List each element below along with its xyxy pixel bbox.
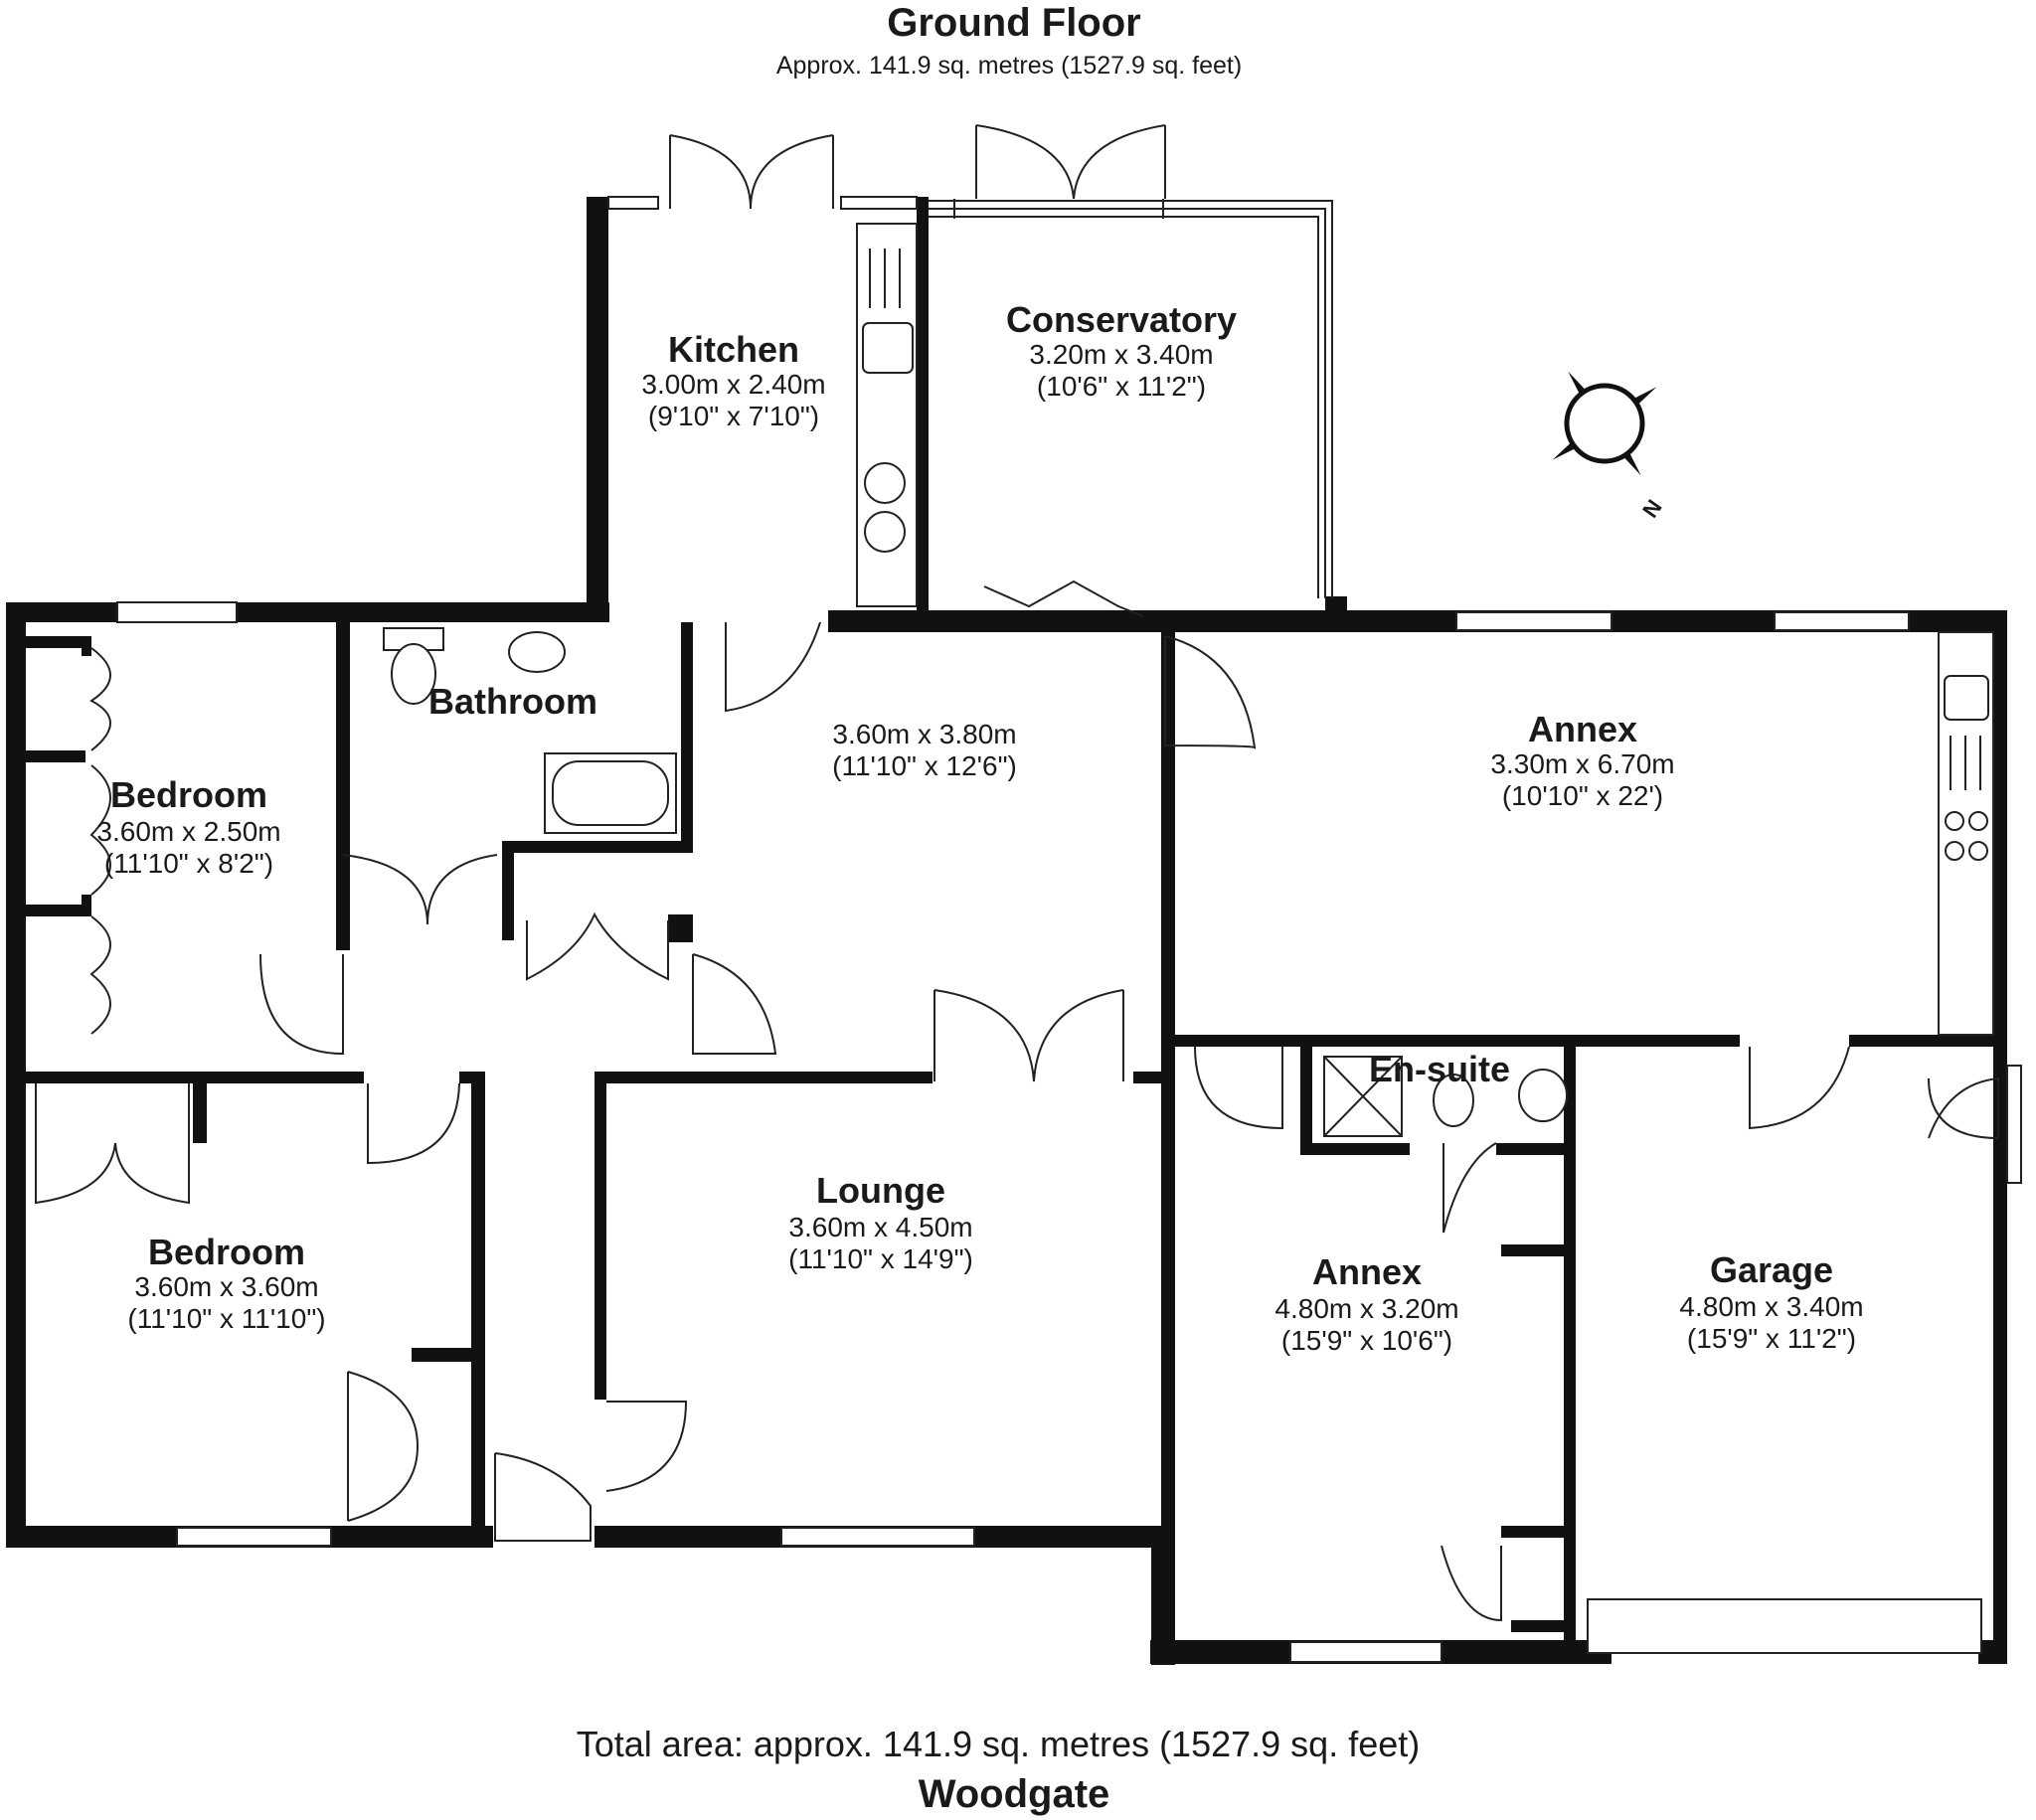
room-name: Annex: [1528, 709, 1637, 749]
room-kitchen: Kitchen 3.00m x 2.40m (9'10" x 7'10"): [641, 329, 825, 431]
room-bathroom: Bathroom: [428, 681, 597, 722]
room-metric: 3.60m x 3.60m: [134, 1271, 318, 1302]
room-name: Garage: [1710, 1249, 1833, 1290]
room-lounge: Lounge 3.60m x 4.50m (11'10" x 14'9"): [788, 1170, 973, 1274]
room-imperial: (11'10" x 11'10"): [127, 1303, 325, 1334]
room-metric: 3.60m x 2.50m: [96, 816, 280, 847]
floor-title: Ground Floor: [887, 1, 1141, 45]
room-name: Bedroom: [110, 774, 267, 815]
compass-icon: [1552, 371, 1657, 476]
room-metric: 3.30m x 6.70m: [1490, 748, 1674, 779]
room-imperial: (10'10" x 22'): [1502, 780, 1663, 811]
room-bedroom-1: Bedroom 3.60m x 2.50m (11'10" x 8'2"): [96, 774, 280, 879]
garage-door: [1587, 1598, 1982, 1654]
room-name: Bedroom: [148, 1232, 305, 1272]
room-name: Lounge: [816, 1170, 945, 1211]
room-imperial: (15'9" x 10'6"): [1281, 1325, 1452, 1356]
room-dining: 3.60m x 3.80m (11'10" x 12'6"): [832, 719, 1017, 781]
room-annex-1: Annex 3.30m x 6.70m (10'10" x 22'): [1490, 709, 1674, 811]
room-metric: 3.60m x 4.50m: [788, 1212, 972, 1242]
room-imperial: (11'10" x 8'2"): [104, 848, 273, 879]
room-bedroom-2: Bedroom 3.60m x 3.60m (11'10" x 11'10"): [127, 1232, 325, 1334]
room-metric: 3.20m x 3.40m: [1029, 339, 1213, 370]
room-metric: 3.60m x 3.80m: [832, 719, 1016, 749]
room-imperial: (15'9" x 11'2"): [1687, 1323, 1856, 1354]
room-annex-2: Annex 4.80m x 3.20m (15'9" x 10'6"): [1274, 1251, 1458, 1356]
room-en-suite: En-suite: [1369, 1049, 1510, 1089]
room-garage: Garage 4.80m x 3.40m (15'9" x 11'2"): [1679, 1249, 1863, 1354]
room-metric: 4.80m x 3.40m: [1679, 1291, 1863, 1322]
room-imperial: (11'10" x 12'6"): [832, 750, 1017, 781]
conservatory-glazing: [929, 199, 1333, 598]
total-area: Total area: approx. 141.9 sq. metres (15…: [577, 1724, 1420, 1764]
room-name: Conservatory: [1006, 299, 1237, 340]
fixtures: [383, 223, 1994, 1137]
room-imperial: (10'6" x 11'2"): [1037, 371, 1206, 402]
property-name: Woodgate: [919, 1772, 1110, 1816]
floor-area: Approx. 141.9 sq. metres (1527.9 sq. fee…: [776, 52, 1242, 80]
room-metric: 4.80m x 3.20m: [1274, 1293, 1458, 1324]
room-name: En-suite: [1369, 1049, 1510, 1089]
room-imperial: (11'10" x 14'9"): [788, 1243, 973, 1274]
room-conservatory: Conservatory 3.20m x 3.40m (10'6" x 11'2…: [1006, 299, 1237, 402]
walls: [6, 197, 2007, 1665]
room-name: Bathroom: [428, 681, 597, 722]
room-metric: 3.00m x 2.40m: [641, 369, 825, 400]
windows: [116, 196, 2022, 1663]
door-swings: [35, 124, 1999, 1622]
room-name: Kitchen: [668, 329, 799, 370]
compass-north-label: N: [1637, 495, 1667, 522]
room-name: Annex: [1312, 1251, 1422, 1292]
room-imperial: (9'10" x 7'10"): [648, 401, 819, 431]
